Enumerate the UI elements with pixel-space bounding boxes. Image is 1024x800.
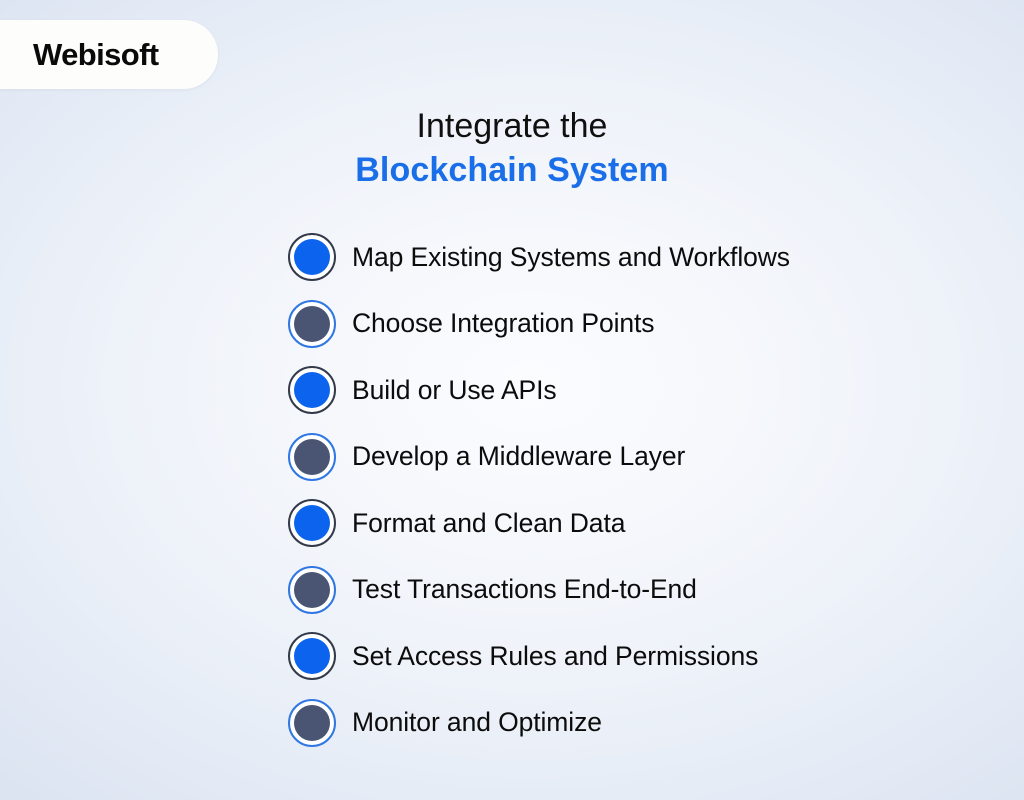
bullet-core-icon [294, 438, 330, 475]
page-title-line-2: Blockchain System [355, 151, 669, 189]
list-item-label: Test Transactions End-to-End [352, 574, 697, 605]
list-item: Test Transactions End-to-End [288, 565, 790, 614]
bullet-core-icon [294, 239, 330, 275]
bullet-icon [288, 366, 336, 414]
bullet-icon [288, 299, 336, 348]
brand-logo: Webisoft [0, 20, 218, 89]
list-item: Build or Use APIs [288, 366, 790, 414]
list-item: Format and Clean Data [288, 499, 790, 547]
page-title: Integrate the Blockchain System [0, 104, 1024, 192]
list-item: Map Existing Systems and Workflows [288, 233, 790, 281]
list-item-label: Map Existing Systems and Workflows [352, 241, 790, 272]
bullet-icon [288, 565, 336, 614]
bullet-core-icon [294, 571, 330, 608]
list-item-label: Choose Integration Points [352, 308, 655, 339]
bullet-core-icon [294, 505, 330, 541]
list-item: Set Access Rules and Permissions [288, 632, 790, 680]
list-item-label: Set Access Rules and Permissions [352, 640, 759, 671]
list-item-label: Monitor and Optimize [352, 707, 602, 738]
page-title-line-1: Integrate the [416, 107, 608, 145]
list-item-label: Develop a Middleware Layer [352, 441, 686, 472]
bullet-icon [288, 632, 336, 680]
list-item-label: Format and Clean Data [352, 507, 626, 538]
steps-list: Map Existing Systems and Workflows Choos… [288, 233, 790, 747]
bullet-icon [288, 499, 336, 547]
bullet-core-icon [294, 638, 330, 674]
bullet-core-icon [294, 305, 330, 342]
list-item: Monitor and Optimize [288, 698, 790, 747]
bullet-icon [288, 233, 336, 281]
bullet-core-icon [294, 704, 330, 741]
list-item: Develop a Middleware Layer [288, 432, 790, 481]
list-item-label: Build or Use APIs [352, 374, 557, 405]
bullet-icon [288, 432, 336, 481]
bullet-icon [288, 698, 336, 747]
bullet-core-icon [294, 372, 330, 408]
brand-logo-text: Webisoft [33, 37, 159, 72]
list-item: Choose Integration Points [288, 299, 790, 348]
